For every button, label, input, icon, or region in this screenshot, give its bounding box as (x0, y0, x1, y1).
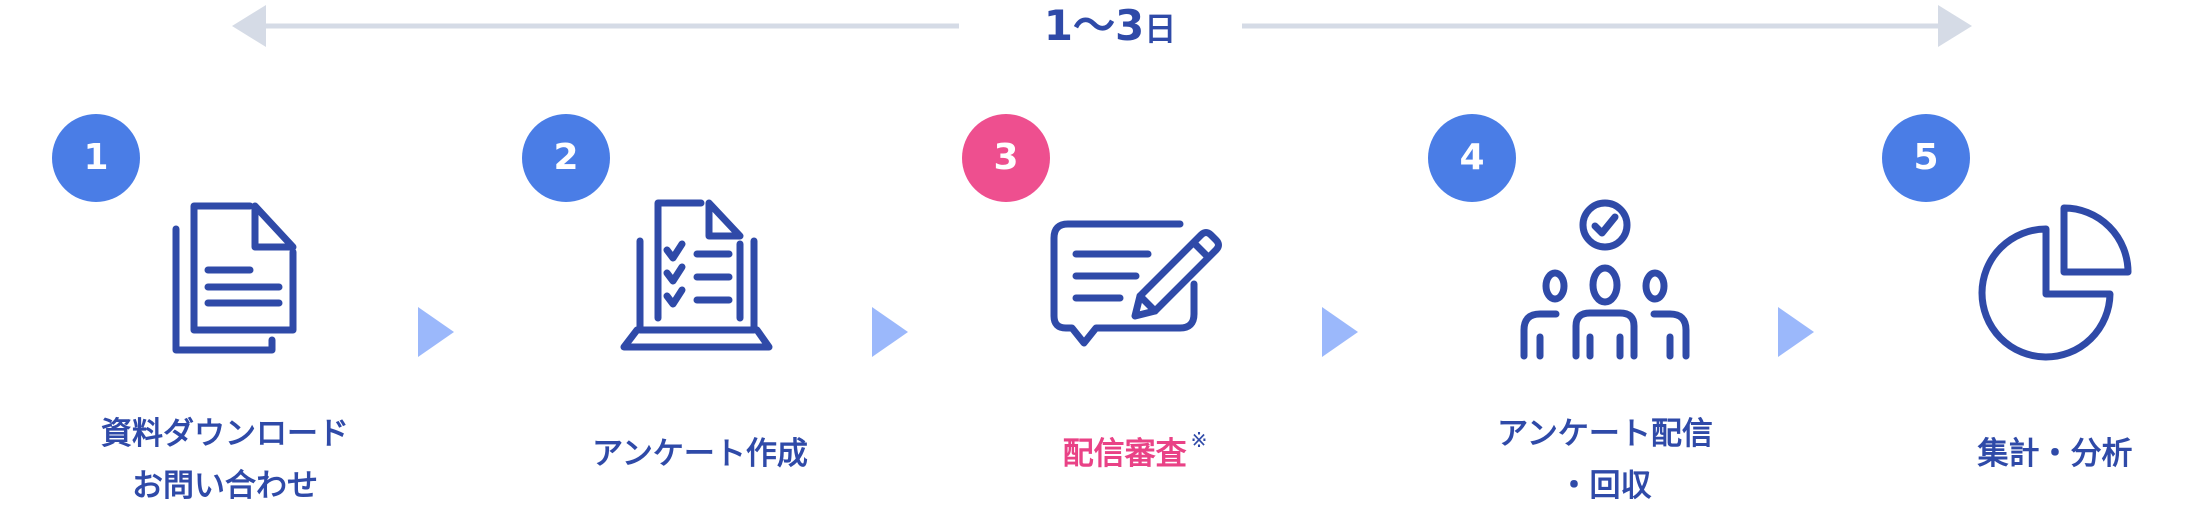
step-label-line: お問い合わせ (132, 468, 318, 504)
step-connector-arrow (1322, 307, 1358, 357)
step-label-4: アンケート配信 ・回収 (1405, 408, 1805, 512)
step-number-badge: 4 (1428, 114, 1516, 202)
step-label-line: 集計・分析 (1977, 436, 2133, 472)
step-number-badge: 5 (1882, 114, 1970, 202)
step-label-line: アンケート配信 (1497, 416, 1713, 452)
step-label-1: 資料ダウンロード お問い合わせ (25, 408, 425, 512)
step-label-line: 資料ダウンロード (101, 416, 349, 452)
timeline-arrow (232, 5, 1972, 47)
people-check-icon (1520, 199, 1690, 360)
step-label-line: 配信審査 (1062, 436, 1187, 472)
duration-unit: 日 (1144, 10, 1177, 48)
timeline-right-arrowhead (1938, 5, 1972, 47)
step-label-3: 配信審査※ (935, 428, 1335, 480)
pie-chart-icon (1978, 204, 2132, 361)
step-label-line: ・回収 (1558, 468, 1652, 504)
step-label-5: 集計・分析 (1855, 428, 2200, 480)
document-icon (172, 202, 297, 354)
survey-checklist-icon (620, 199, 773, 351)
step-connector-arrow (1778, 307, 1814, 357)
duration-value: 1〜3 (1043, 1, 1145, 50)
step-connector-arrow (418, 307, 454, 357)
step-label-2: アンケート作成 (500, 428, 900, 480)
step-number-badge: 3 (962, 114, 1050, 202)
review-edit-icon (1050, 220, 1222, 347)
step-number-badge: 2 (522, 114, 610, 202)
timeline-left-arrowhead (232, 5, 266, 47)
step-number-badge: 1 (52, 114, 140, 202)
step-connector-arrow (872, 307, 908, 357)
duration-label: 1〜3日 (960, 0, 1260, 55)
step-label-line: アンケート作成 (592, 436, 808, 472)
footnote-mark: ※ (1190, 428, 1208, 452)
